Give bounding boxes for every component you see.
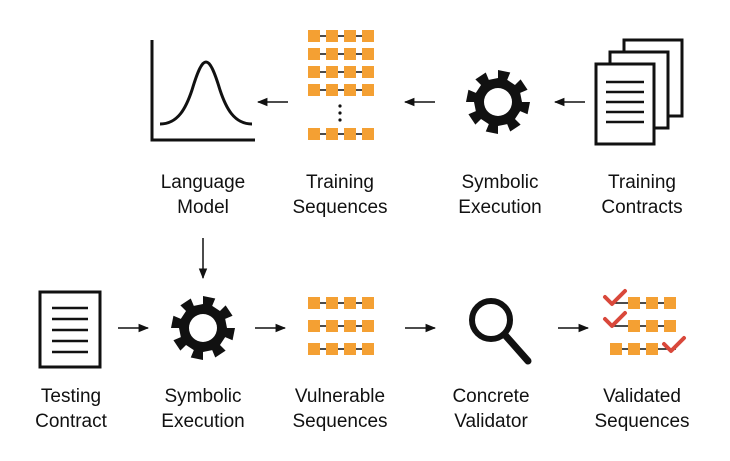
sequence-block: [362, 297, 374, 309]
sequence-block: [344, 66, 356, 78]
sequence-block: [646, 320, 658, 332]
sequence-block: [646, 343, 658, 355]
gear-hole: [484, 88, 512, 116]
sequence-block: [344, 297, 356, 309]
gear-icon: [171, 296, 235, 360]
sequence-block: [344, 48, 356, 60]
sequence-block: [308, 84, 320, 96]
sequence-block: [326, 320, 338, 332]
sequence-block: [362, 84, 374, 96]
sequence-block: [362, 66, 374, 78]
sequence-block: [344, 343, 356, 355]
check-marks: [603, 289, 686, 353]
sequence-blocks-icon: [308, 297, 374, 355]
document-stack-icon: [594, 38, 684, 146]
sequence-block: [362, 343, 374, 355]
sequence-block: [344, 320, 356, 332]
sequence-block: [326, 84, 338, 96]
sequence-block: [326, 297, 338, 309]
document-icon: [38, 290, 102, 369]
sequence-block: [664, 320, 676, 332]
magnifier-icon: [469, 298, 532, 365]
sequence-block: [344, 84, 356, 96]
sequence-block: [308, 30, 320, 42]
sequence-block: [326, 30, 338, 42]
bell-curve-plot-icon: [150, 40, 255, 142]
sequence-block: [362, 128, 374, 140]
sequence-block: [326, 48, 338, 60]
sequence-block: [628, 343, 640, 355]
sequence-blocks-icon: [308, 30, 374, 140]
sequence-block: [610, 343, 622, 355]
sequence-block: [362, 30, 374, 42]
sequence-block: [326, 128, 338, 140]
gear-icon: [466, 70, 530, 134]
sequence-block: [326, 66, 338, 78]
sequence-block: [308, 320, 320, 332]
sequence-block: [628, 297, 640, 309]
sequence-block: [308, 128, 320, 140]
sequence-block: [308, 343, 320, 355]
sequence-block: [664, 297, 676, 309]
sequence-block: [308, 66, 320, 78]
sequence-block: [308, 48, 320, 60]
sequence-block: [362, 320, 374, 332]
sequence-block: [646, 297, 658, 309]
sequence-block: [326, 343, 338, 355]
sequence-block: [362, 48, 374, 60]
gear-hole: [189, 314, 217, 342]
sequence-block: [628, 320, 640, 332]
sequence-block: [344, 128, 356, 140]
ellipsis-dots: [338, 104, 342, 122]
sequence-block: [344, 30, 356, 42]
checked-sequence-blocks-icon: [610, 297, 676, 355]
sequence-block: [308, 297, 320, 309]
